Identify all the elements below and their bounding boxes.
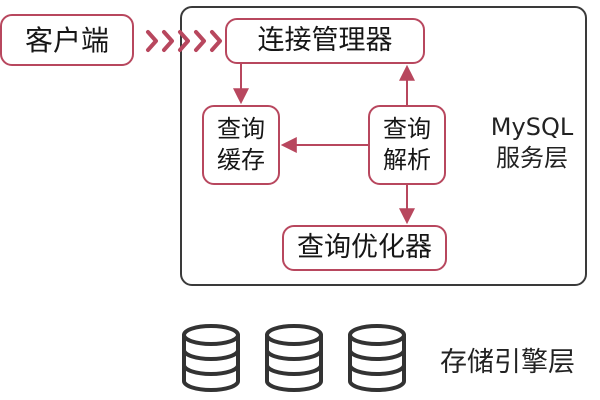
- connection-manager-label: 连接管理器: [257, 25, 393, 57]
- query-optimizer-box: 查询优化器: [282, 225, 447, 271]
- server-label-line1: MySQL: [490, 113, 574, 141]
- database-icon: [348, 324, 406, 392]
- query-parse-line1: 查询: [383, 114, 431, 143]
- query-parse-box: 查询 解析: [368, 105, 446, 185]
- connection-manager-box: 连接管理器: [225, 18, 425, 64]
- client-box: 客户端: [0, 14, 134, 66]
- database-icon: [265, 324, 323, 392]
- query-optimizer-label: 查询优化器: [297, 232, 432, 264]
- storage-engine-layer-label: 存储引擎层: [440, 347, 575, 378]
- database-icon: [182, 324, 240, 392]
- query-cache-line2: 缓存: [217, 146, 265, 174]
- query-parse-line2: 解析: [383, 146, 431, 174]
- mysql-service-layer-frame: [180, 6, 587, 286]
- server-label-line2: 服务层: [496, 144, 568, 173]
- query-cache-box: 查询 缓存: [202, 105, 280, 185]
- query-cache-line1: 查询: [217, 114, 265, 143]
- mysql-service-layer-label: MySQL 服务层: [482, 112, 582, 174]
- client-label: 客户端: [24, 23, 109, 57]
